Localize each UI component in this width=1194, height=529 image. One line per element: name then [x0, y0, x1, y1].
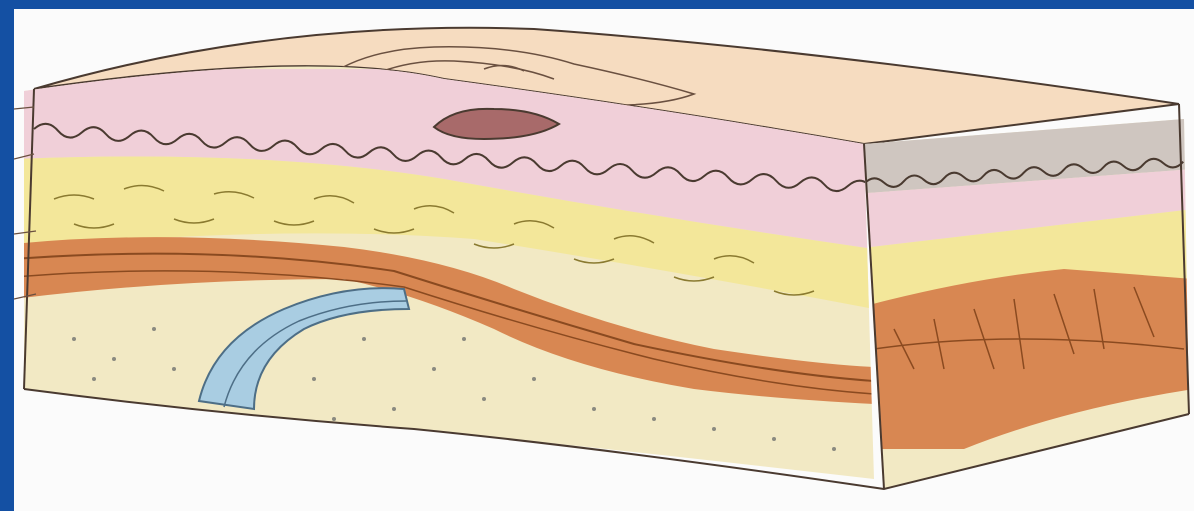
slide-frame [0, 0, 1194, 511]
tissue-block-illustration [14, 9, 1194, 511]
